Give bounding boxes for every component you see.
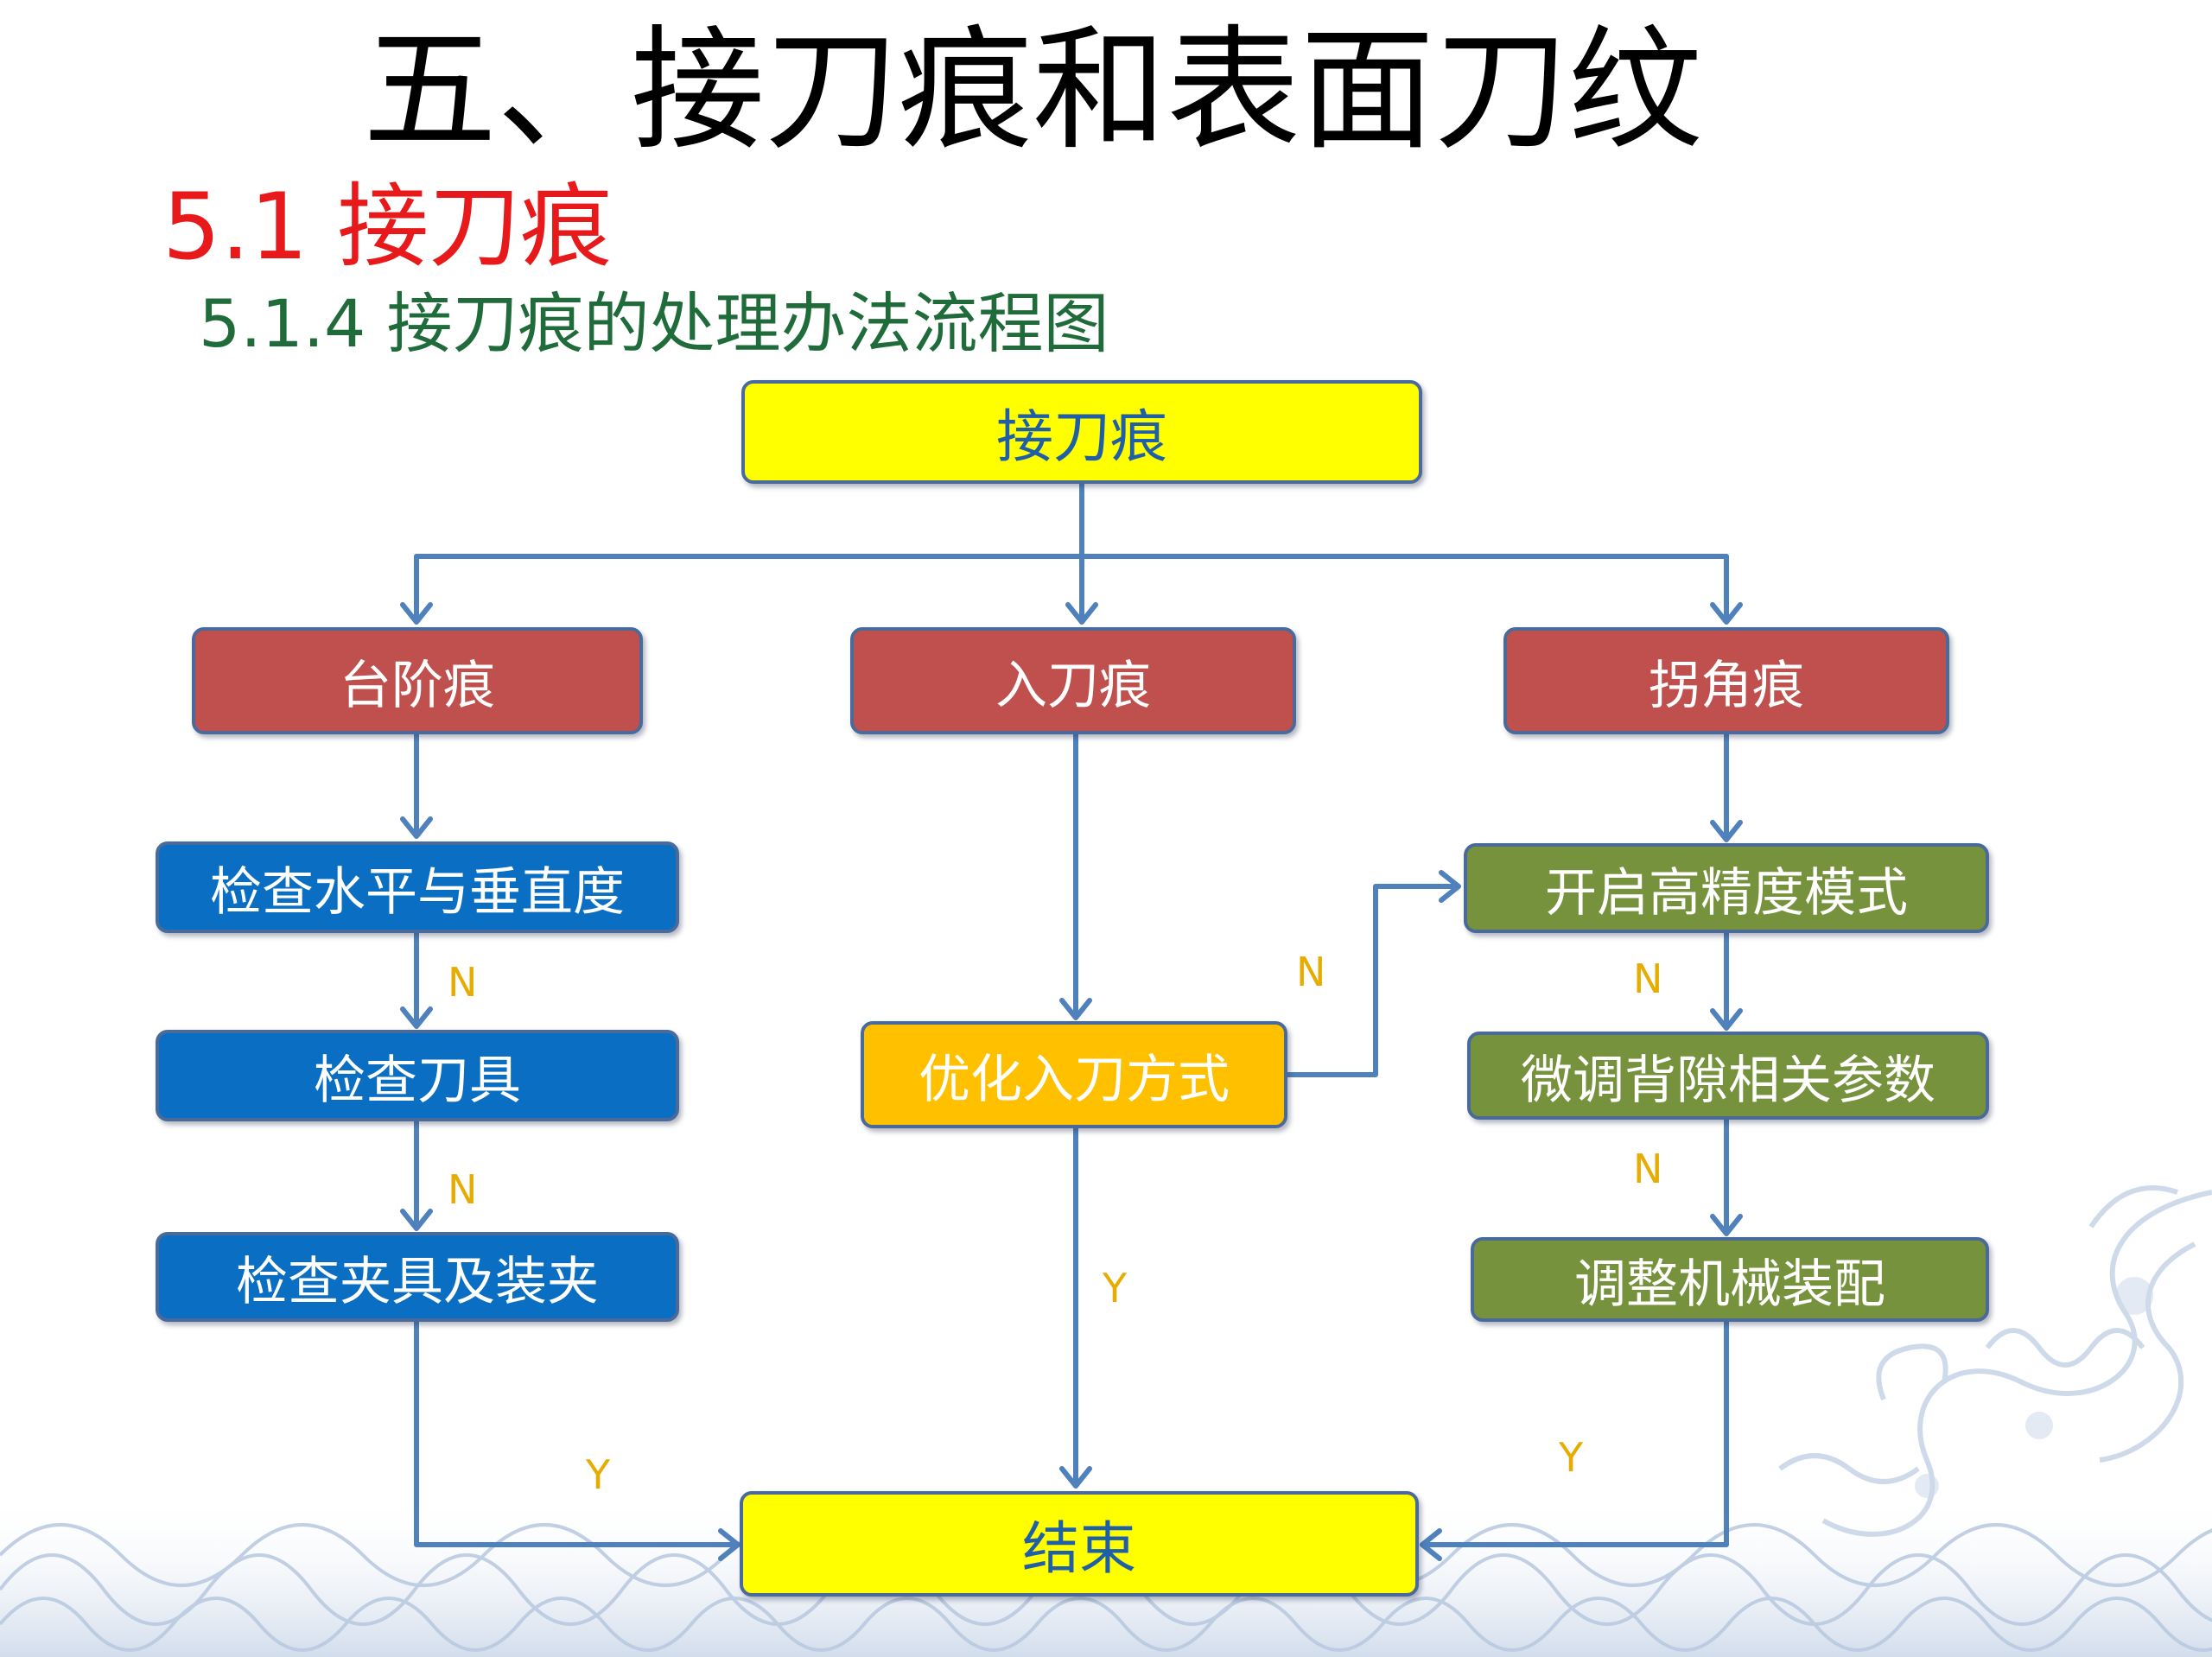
node-backlash-params: 微调背隙相关参数	[1467, 1032, 1989, 1120]
node-check-level-label: 检查水平与垂直度	[210, 861, 625, 923]
edge-label-right-n2: N	[1633, 1146, 1663, 1192]
arrowhead-end-middle	[1059, 1466, 1092, 1489]
node-end: 结束	[740, 1491, 1419, 1597]
node-adjust-assembly: 调整机械装配	[1471, 1237, 1989, 1322]
arrowhead-corner	[1710, 602, 1743, 625]
arrowhead-fixture	[400, 1209, 433, 1231]
arrowhead-end-right	[1420, 1528, 1442, 1561]
node-check-tool: 检查刀具	[156, 1030, 679, 1121]
node-start-label: 接刀痕	[996, 403, 1167, 470]
node-backlash-params-label: 微调背隙相关参数	[1521, 1050, 1936, 1111]
connector-fixture-to-end	[414, 1317, 739, 1547]
subsection-title: 5.1.4 接刀痕的处理办法流程图	[199, 285, 1109, 362]
node-step-mark-label: 台阶痕	[340, 655, 495, 716]
node-step-mark: 台阶痕	[192, 627, 643, 734]
edge-label-left-y: Y	[586, 1451, 611, 1498]
arrowhead-step	[400, 602, 433, 625]
node-entry-mark-label: 入刀痕	[995, 655, 1151, 716]
arrowhead-precision-left	[1439, 870, 1461, 903]
node-corner-mark: 拐角痕	[1503, 627, 1949, 734]
node-check-fixture-label: 检查夹具及装夹	[236, 1251, 599, 1312]
edge-label-middle-n: N	[1296, 949, 1326, 995]
node-adjust-assembly-label: 调整机械装配	[1574, 1254, 1885, 1315]
node-high-precision: 开启高精度模式	[1464, 843, 1989, 933]
arrowhead-assembly	[1710, 1214, 1743, 1236]
section-title: 5.1 接刀痕	[162, 174, 613, 280]
edge-label-right-n1: N	[1633, 955, 1663, 1002]
arrowhead-optimize	[1059, 998, 1092, 1020]
connector-assembly-to-end	[1421, 1319, 1729, 1547]
node-end-label: 结束	[1022, 1515, 1136, 1582]
arrowhead-level	[400, 816, 433, 839]
node-optimize-entry-label: 优化入刀方式	[918, 1049, 1230, 1110]
edge-label-middle-y: Y	[1103, 1265, 1128, 1311]
edge-label-right-y: Y	[1559, 1434, 1584, 1481]
node-check-tool-label: 检查刀具	[314, 1050, 521, 1111]
arrowhead-backlash	[1710, 1008, 1743, 1031]
arrowhead-tool	[400, 1006, 433, 1029]
page-title: 五、接刀痕和表面刀纹	[363, 12, 1702, 168]
node-optimize-entry: 优化入刀方式	[861, 1021, 1287, 1128]
node-high-precision-label: 开启高精度模式	[1545, 862, 1908, 924]
node-check-level: 检查水平与垂直度	[156, 841, 679, 933]
arrowhead-entry	[1065, 602, 1098, 625]
arrowhead-precision	[1710, 820, 1743, 842]
edge-label-left-n1: N	[448, 959, 478, 1006]
arrowhead-end-left	[718, 1528, 741, 1561]
node-start: 接刀痕	[741, 380, 1422, 484]
node-check-fixture: 检查夹具及装夹	[156, 1232, 679, 1322]
node-corner-mark-label: 拐角痕	[1649, 655, 1804, 716]
edge-label-left-n2: N	[448, 1166, 478, 1213]
connector-optimize-to-precision	[1285, 884, 1459, 1077]
node-entry-mark: 入刀痕	[850, 627, 1296, 734]
